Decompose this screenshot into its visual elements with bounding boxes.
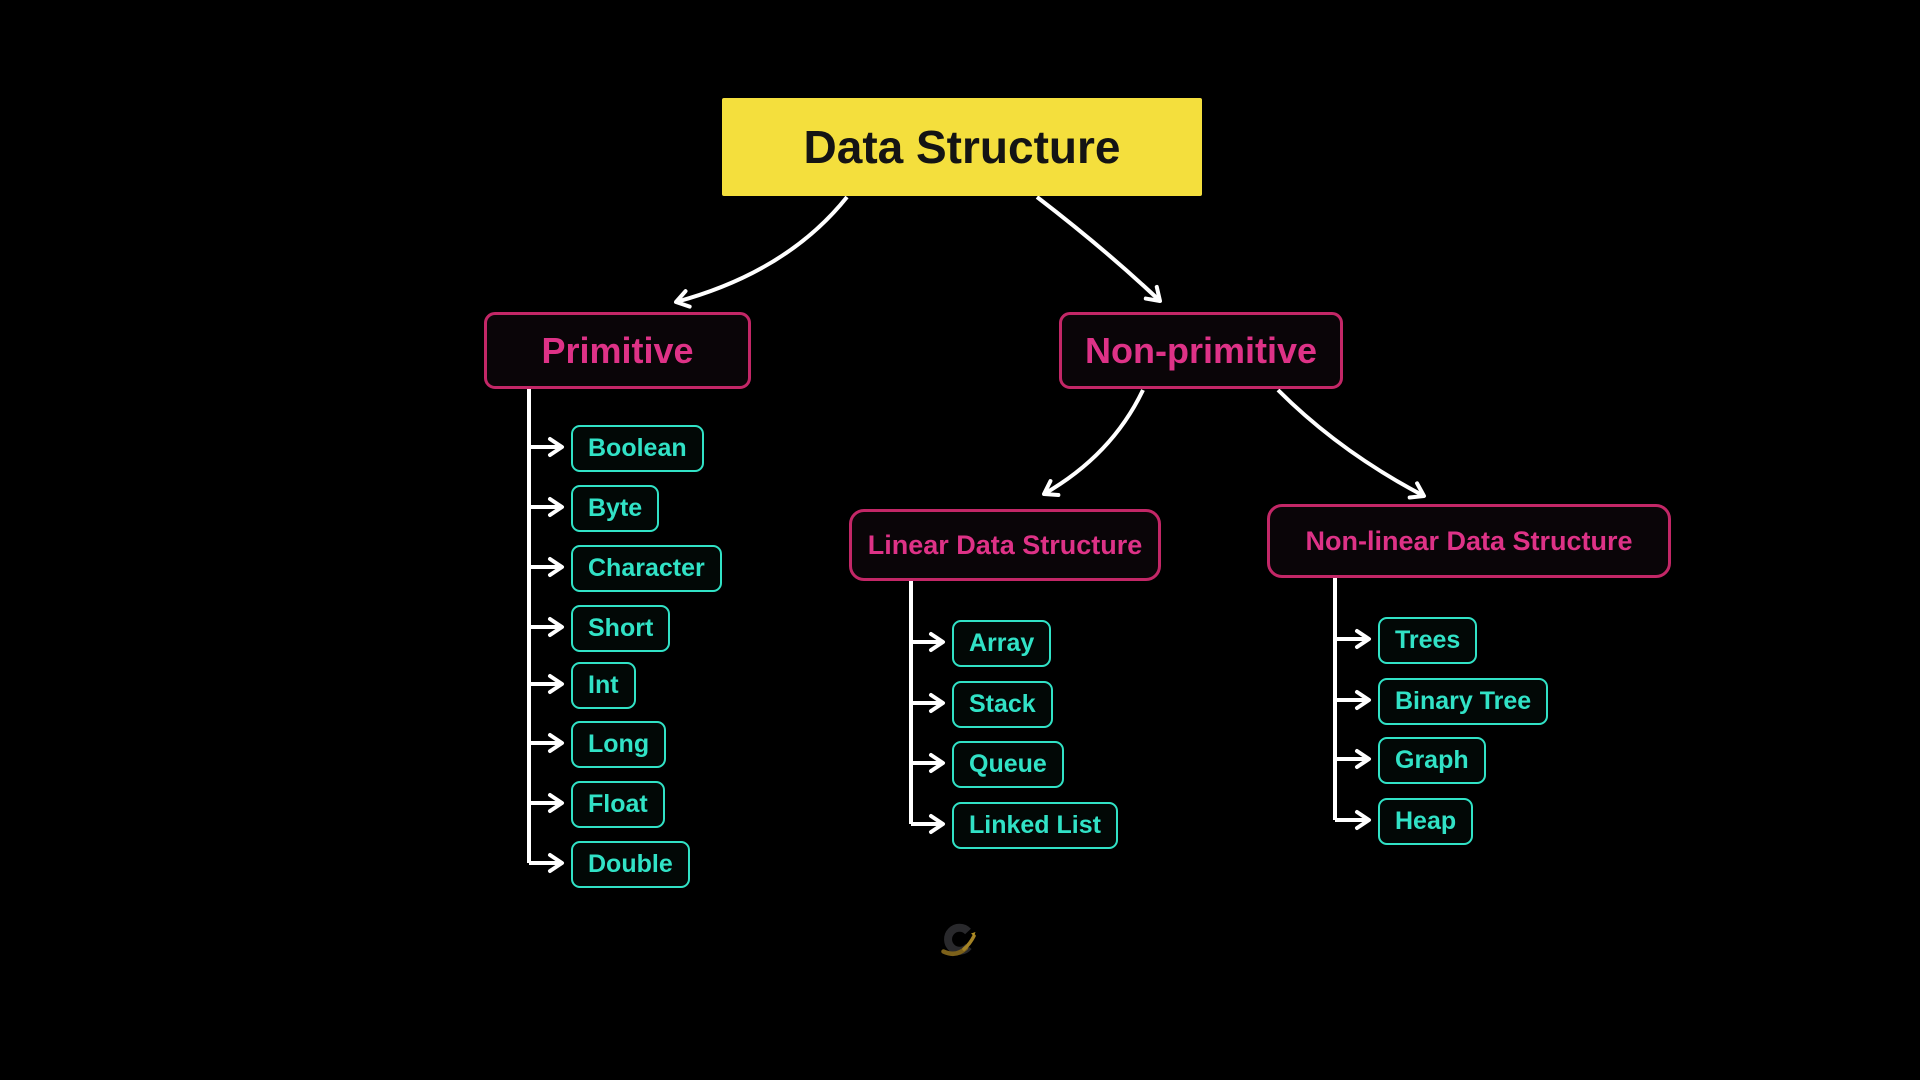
node-non-linear-data-structure: Non-linear Data Structure: [1267, 504, 1671, 578]
edge-root-nonprimitive: [1035, 195, 1162, 303]
node-stack: Stack: [952, 681, 1053, 728]
node-heap: Heap: [1378, 798, 1474, 845]
node-trees: Trees: [1378, 617, 1478, 664]
node-int: Int: [571, 662, 636, 709]
node-graph: Graph: [1378, 737, 1486, 784]
node-double: Double: [571, 841, 690, 888]
node-linked-list: Linked List: [952, 802, 1118, 849]
node-short: Short: [571, 605, 671, 652]
node-character: Character: [571, 545, 722, 592]
watermark-logo: [941, 923, 976, 957]
edge-nonprimitive-linear: [1042, 389, 1145, 497]
node-array: Array: [952, 620, 1052, 667]
node-non-primitive: Non-primitive: [1059, 312, 1343, 389]
node-long: Long: [571, 721, 667, 768]
node-primitive: Primitive: [484, 312, 751, 389]
edge-nonprimitive-nonlinear: [1276, 388, 1426, 500]
node-float: Float: [571, 781, 665, 828]
node-binary-tree: Binary Tree: [1378, 678, 1549, 725]
node-boolean: Boolean: [571, 425, 704, 472]
node-linear-data-structure: Linear Data Structure: [849, 509, 1161, 581]
node-queue: Queue: [952, 741, 1064, 788]
edge-root-primitive: [674, 195, 849, 309]
node-byte: Byte: [571, 485, 660, 532]
node-data-structure: Data Structure: [722, 98, 1202, 196]
